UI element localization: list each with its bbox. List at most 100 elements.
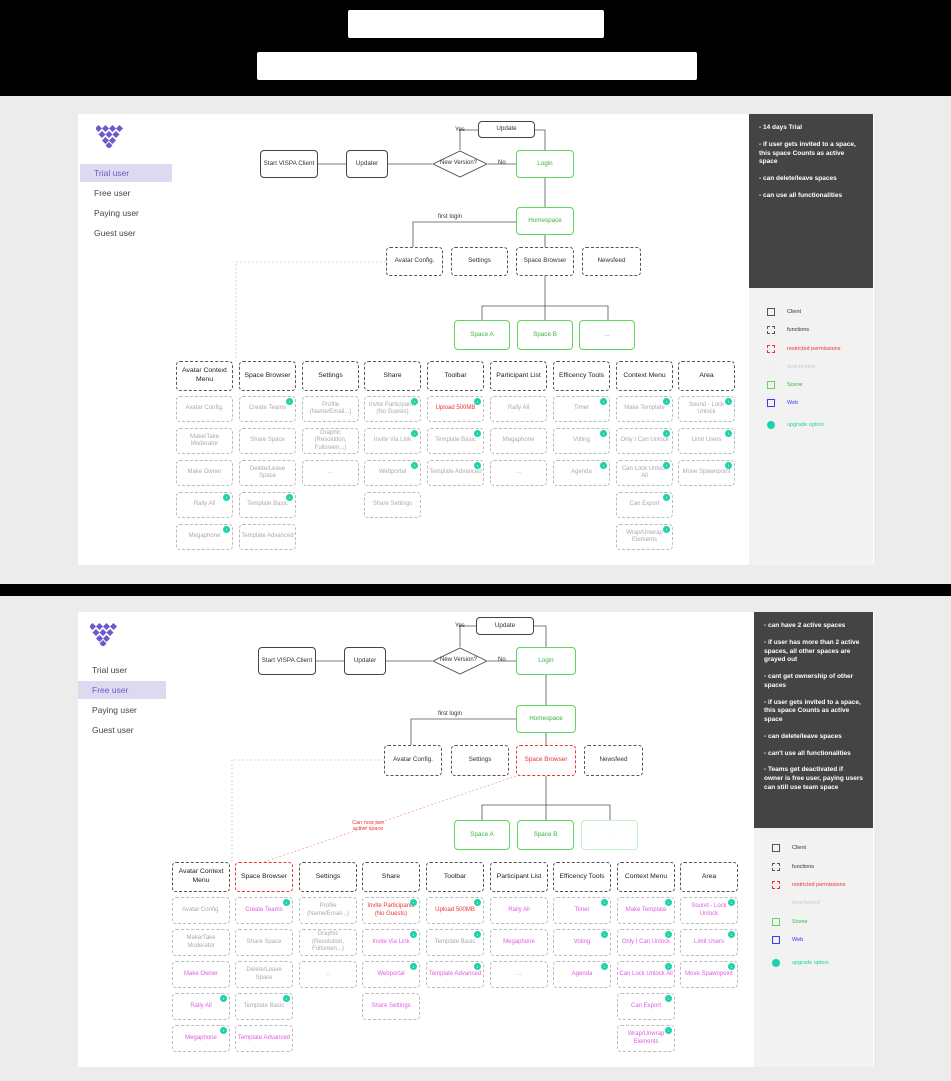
function-template-basic-2[interactable]: Template Basic bbox=[235, 993, 293, 1020]
avatar-config-box-2[interactable]: Avatar Config. bbox=[384, 745, 442, 776]
heading-line-2 bbox=[257, 52, 697, 80]
settings-box[interactable]: Settings bbox=[451, 247, 508, 276]
legend-item-deactivated-2: deactivated bbox=[772, 899, 820, 907]
function-megaphone[interactable]: Megaphone bbox=[490, 428, 547, 454]
nav-guest-user[interactable]: Guest user bbox=[94, 228, 136, 238]
space-browser-box-2[interactable]: Space Browser bbox=[516, 745, 576, 776]
function-make-owner[interactable]: Make Owner bbox=[176, 460, 233, 486]
annotation-two-active: Can now two active space bbox=[352, 820, 384, 832]
function-share-settings[interactable]: Share Settings bbox=[364, 492, 421, 518]
function-share-space-2[interactable]: Share Space bbox=[235, 929, 293, 956]
homespace-box-2[interactable]: Homespace bbox=[516, 705, 576, 733]
function-sound-lock-unlock-2[interactable]: Sound - Lock Unlock bbox=[680, 897, 738, 924]
function-rally-all-2[interactable]: Rally All bbox=[490, 897, 548, 924]
yes-label-2: Yes bbox=[455, 623, 465, 629]
upgrade-option-icon: i bbox=[410, 899, 417, 906]
space-more-box[interactable]: ... bbox=[579, 320, 635, 350]
column-header-context-menu-2[interactable]: Context Menu bbox=[617, 862, 675, 892]
legend-item-functions: functions bbox=[767, 326, 809, 334]
upgrade-option-icon: i bbox=[474, 931, 481, 938]
function-invite-via-link[interactable]: Invite Via Link bbox=[364, 428, 421, 454]
column-header-area-2[interactable]: Area bbox=[680, 862, 738, 892]
column-header-space-browser-2[interactable]: Space Browser bbox=[235, 862, 293, 892]
function-megaphone-2[interactable]: Megaphone bbox=[490, 929, 548, 956]
upgrade-option-icon: i bbox=[220, 1027, 227, 1034]
info-free-6: - can't use all functionalities bbox=[764, 749, 851, 757]
function-make-take-moderator[interactable]: Make/Take Moderator bbox=[176, 428, 233, 454]
space-browser-box[interactable]: Space Browser bbox=[516, 247, 574, 276]
function-profile-name-email[interactable]: Profile (Name/Email...) bbox=[302, 396, 359, 422]
function-agenda[interactable]: Agenda bbox=[553, 460, 610, 486]
column-header-settings[interactable]: Settings bbox=[302, 361, 359, 391]
info-free-4: - if user gets invited to a space, this … bbox=[764, 698, 861, 724]
function-delete-leave-space[interactable]: Delete/Leave Space bbox=[239, 460, 296, 486]
function-make-take-moderator-2[interactable]: Make/Take Moderator bbox=[172, 929, 230, 956]
function-can-export-2[interactable]: Can Export bbox=[617, 993, 675, 1020]
column-header-share[interactable]: Share bbox=[364, 361, 421, 391]
legend-item-functions-2: functions bbox=[772, 863, 814, 871]
column-header-participant-list-2[interactable]: Participant List bbox=[490, 862, 548, 892]
function-template-advanced[interactable]: Template Advanced bbox=[239, 524, 296, 550]
column-header-efficency-tools-2[interactable]: Efficency Tools bbox=[553, 862, 611, 892]
column-header-efficency-tools[interactable]: Efficency Tools bbox=[553, 361, 610, 391]
function-rally-all[interactable]: Rally All bbox=[490, 396, 547, 422]
function--2[interactable]: ... bbox=[299, 961, 357, 988]
column-header-context-menu[interactable]: Context Menu bbox=[616, 361, 673, 391]
function-can-lock-unlock-all-2[interactable]: Can Lock Unlock All bbox=[617, 961, 675, 988]
newsfeed-box-2[interactable]: Newsfeed bbox=[584, 745, 643, 776]
function-timer[interactable]: Timer bbox=[553, 396, 610, 422]
space-more-box-2[interactable]: ... bbox=[581, 820, 638, 850]
function-share-space[interactable]: Share Space bbox=[239, 428, 296, 454]
space-a-box-2[interactable]: Space A bbox=[454, 820, 510, 850]
function--2[interactable]: ... bbox=[490, 961, 548, 988]
nav-free-user-2[interactable]: Free user bbox=[78, 681, 166, 699]
function-avatar-config[interactable]: Avatar Config. bbox=[176, 396, 233, 422]
upgrade-option-icon: i bbox=[725, 398, 732, 405]
column-header-toolbar-2[interactable]: Toolbar bbox=[426, 862, 484, 892]
login-box-2[interactable]: Login bbox=[516, 647, 576, 675]
function-create-teams[interactable]: Create Teams bbox=[239, 396, 296, 422]
upgrade-option-icon: i bbox=[663, 430, 670, 437]
decision-label: New Version? bbox=[440, 160, 478, 166]
column-header-avatar-context-menu-2[interactable]: Avatar Context Menu bbox=[172, 862, 230, 892]
upgrade-option-icon: i bbox=[474, 398, 481, 405]
nav-trial-user-2[interactable]: Trial user bbox=[92, 665, 128, 675]
function-[interactable]: ... bbox=[490, 460, 547, 486]
newsfeed-box[interactable]: Newsfeed bbox=[582, 247, 641, 276]
function-delete-leave-space-2[interactable]: Delete/Leave Space bbox=[235, 961, 293, 988]
start-client-box-2: Start VISPA Client bbox=[258, 647, 316, 675]
column-header-settings-2[interactable]: Settings bbox=[299, 862, 357, 892]
function-graphic-resolution-fullsreen-2[interactable]: Graphic (Resolution, Fullsreen...) bbox=[299, 929, 357, 956]
function-avatar-config-2[interactable]: Avatar Config. bbox=[172, 897, 230, 924]
column-header-share-2[interactable]: Share bbox=[362, 862, 420, 892]
nav-free-user[interactable]: Free user bbox=[94, 188, 131, 198]
function-profile-name-email-2[interactable]: Profile (Name/Email...) bbox=[299, 897, 357, 924]
settings-box-2[interactable]: Settings bbox=[451, 745, 509, 776]
column-header-space-browser[interactable]: Space Browser bbox=[239, 361, 296, 391]
no-label-2: No bbox=[498, 657, 506, 663]
column-header-participant-list[interactable]: Participant List bbox=[490, 361, 547, 391]
function-template-advanced-2[interactable]: Template Advanced bbox=[235, 1025, 293, 1052]
function-sound-lock-unlock[interactable]: Sound - Lock Unlock bbox=[678, 396, 735, 422]
legend-item-web: Web bbox=[767, 399, 798, 407]
nav-paying-user[interactable]: Paying user bbox=[94, 208, 139, 218]
column-header-toolbar[interactable]: Toolbar bbox=[427, 361, 484, 391]
nav-trial-user[interactable]: Trial user bbox=[80, 164, 172, 182]
function-make-owner-2[interactable]: Make Owner bbox=[172, 961, 230, 988]
upgrade-option-icon: i bbox=[220, 995, 227, 1002]
nav-paying-user-2[interactable]: Paying user bbox=[92, 705, 137, 715]
column-header-avatar-context-menu[interactable]: Avatar Context Menu bbox=[176, 361, 233, 391]
space-b-box-2[interactable]: Space B bbox=[517, 820, 574, 850]
function-[interactable]: ... bbox=[302, 460, 359, 486]
legend-item-scene-2: Scene bbox=[772, 918, 808, 926]
column-header-area[interactable]: Area bbox=[678, 361, 735, 391]
legend-item-client-2: Client bbox=[772, 844, 806, 852]
space-a-box[interactable]: Space A bbox=[454, 320, 510, 350]
space-b-box[interactable]: Space B bbox=[517, 320, 573, 350]
avatar-config-box[interactable]: Avatar Config. bbox=[386, 247, 443, 276]
login-box[interactable]: Login bbox=[516, 150, 574, 178]
function-share-settings-2[interactable]: Share Settings bbox=[362, 993, 420, 1020]
function-graphic-resolution-fullsreen[interactable]: Graphic (Resolution, Fullsreen...) bbox=[302, 428, 359, 454]
nav-guest-user-2[interactable]: Guest user bbox=[92, 725, 134, 735]
homespace-box[interactable]: Homespace bbox=[516, 207, 574, 235]
